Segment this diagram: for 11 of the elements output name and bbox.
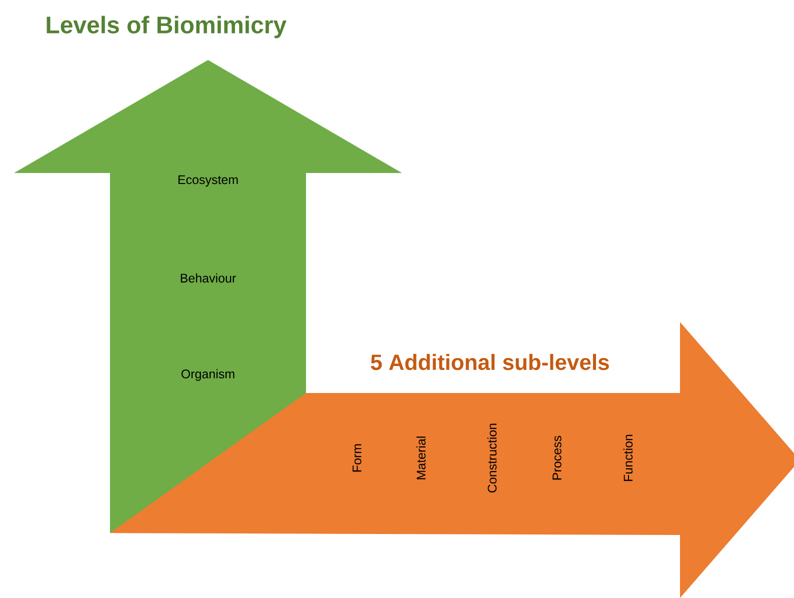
level-label: Material [416, 436, 426, 480]
level-label: Function [623, 434, 633, 481]
arrow-shape [110, 322, 794, 598]
heading: 5 Additional sub-levels [370, 354, 609, 370]
level-label: Ecosystem [178, 175, 238, 187]
level-label: Behaviour [180, 273, 236, 283]
level-label: Organism [182, 369, 234, 381]
level-label: Process [552, 436, 562, 480]
level-label: Form [352, 444, 362, 472]
title: Levels of Biomimicry [46, 16, 286, 38]
level-label: Construction [487, 424, 497, 492]
